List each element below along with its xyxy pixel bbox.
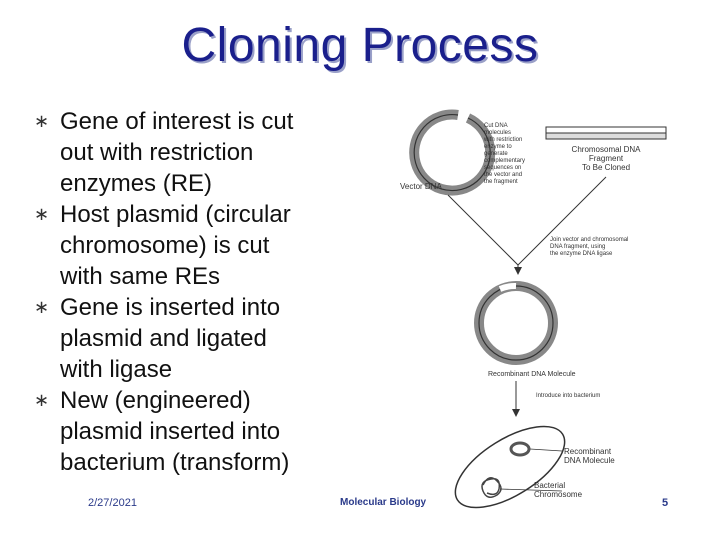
svg-text:Bacterial: Bacterial <box>534 481 565 490</box>
vector-dna-label: Vector DNA <box>400 182 442 191</box>
fragment-label: Chromosomal DNA Fragment To Be Cloned <box>572 145 642 172</box>
join-note: Join vector and chromosomal DNA fragment… <box>550 237 628 257</box>
bullet-line: out with restriction <box>60 139 254 166</box>
svg-text:with restriction: with restriction <box>483 137 522 143</box>
footer-date: 2/27/2021 <box>88 497 137 509</box>
svg-text:Cut DNA: Cut DNA <box>484 123 508 129</box>
bullet-line: New (engineered) <box>60 387 251 414</box>
page-number: 5 <box>662 497 669 509</box>
bullet-marker-icon: ∗ <box>34 390 50 410</box>
callout-lines <box>499 448 563 492</box>
cell-chromosome-label: Bacterial Chromosome <box>534 481 583 499</box>
footer-title: Molecular Biology <box>340 497 427 508</box>
down-arrow-icon <box>512 381 520 417</box>
bacterium-icon <box>454 425 566 509</box>
svg-text:To Be Cloned: To Be Cloned <box>582 163 630 172</box>
bullet-marker-icon: ∗ <box>34 204 50 224</box>
down-arrow-icon <box>514 265 522 275</box>
svg-text:Chromosome: Chromosome <box>534 490 583 499</box>
cut-note: Cut DNA molecules with restriction enzym… <box>483 123 525 185</box>
bullet-list: ∗ Gene of interest is cut out with restr… <box>32 106 342 478</box>
cell-recombinant-label: Recombinant DNA Molecule <box>564 447 615 465</box>
bullet-marker-icon: ∗ <box>34 111 50 131</box>
svg-text:DNA Molecule: DNA Molecule <box>564 456 615 465</box>
bullet-line: with ligase <box>60 356 173 383</box>
join-lines <box>447 176 607 266</box>
bullet-marker-icon: ∗ <box>34 297 50 317</box>
slide-title: Cloning Process <box>181 19 539 72</box>
bullet-line: Gene of interest is cut <box>60 108 294 135</box>
bullet-line: chromosome) is cut <box>60 232 270 259</box>
bullet-line: Gene is inserted into <box>60 294 281 321</box>
bullet-item: ∗ Gene of interest is cut out with restr… <box>32 106 342 199</box>
svg-text:Recombinant: Recombinant <box>564 447 612 456</box>
svg-text:Fragment: Fragment <box>589 154 624 163</box>
svg-text:sequences on: sequences on <box>484 165 521 171</box>
svg-text:enzyme to: enzyme to <box>484 144 512 150</box>
svg-text:the fragment: the fragment <box>484 179 518 185</box>
bullet-item: ∗ New (engineered) plasmid inserted into… <box>32 385 342 478</box>
recombinant-dna-label: Recombinant DNA Molecule <box>488 371 576 378</box>
vector-plasmid-icon <box>409 109 496 196</box>
svg-text:complementary: complementary <box>484 158 525 164</box>
bullet-line: plasmid inserted into <box>60 418 281 445</box>
bullet-item: ∗ Gene is inserted into plasmid and liga… <box>32 292 342 385</box>
svg-text:molecules: molecules <box>484 130 511 136</box>
svg-text:Join vector and chromosomal: Join vector and chromosomal <box>550 237 628 243</box>
recombinant-plasmid-icon <box>474 281 558 365</box>
bullet-line: Host plasmid (circular <box>60 201 291 228</box>
svg-text:Chromosomal DNA: Chromosomal DNA <box>572 145 642 154</box>
svg-text:the vector and: the vector and <box>484 172 522 178</box>
svg-text:the enzyme DNA ligase: the enzyme DNA ligase <box>550 251 613 257</box>
chromosomal-fragment-icon <box>545 126 667 140</box>
bullet-line: enzymes (RE) <box>60 170 213 197</box>
cloning-diagram: Vector DNA Cut DNA molecules with restri… <box>400 109 667 509</box>
svg-text:DNA fragment, using: DNA fragment, using <box>550 244 605 250</box>
introduce-note: Introduce into bacterium <box>536 393 600 399</box>
bullet-item: ∗ Host plasmid (circular chromosome) is … <box>32 199 342 292</box>
bullet-line: with same REs <box>60 263 221 290</box>
bullet-line: bacterium (transform) <box>60 449 290 476</box>
svg-text:generate: generate <box>484 151 508 157</box>
bullet-line: plasmid and ligated <box>60 325 267 352</box>
